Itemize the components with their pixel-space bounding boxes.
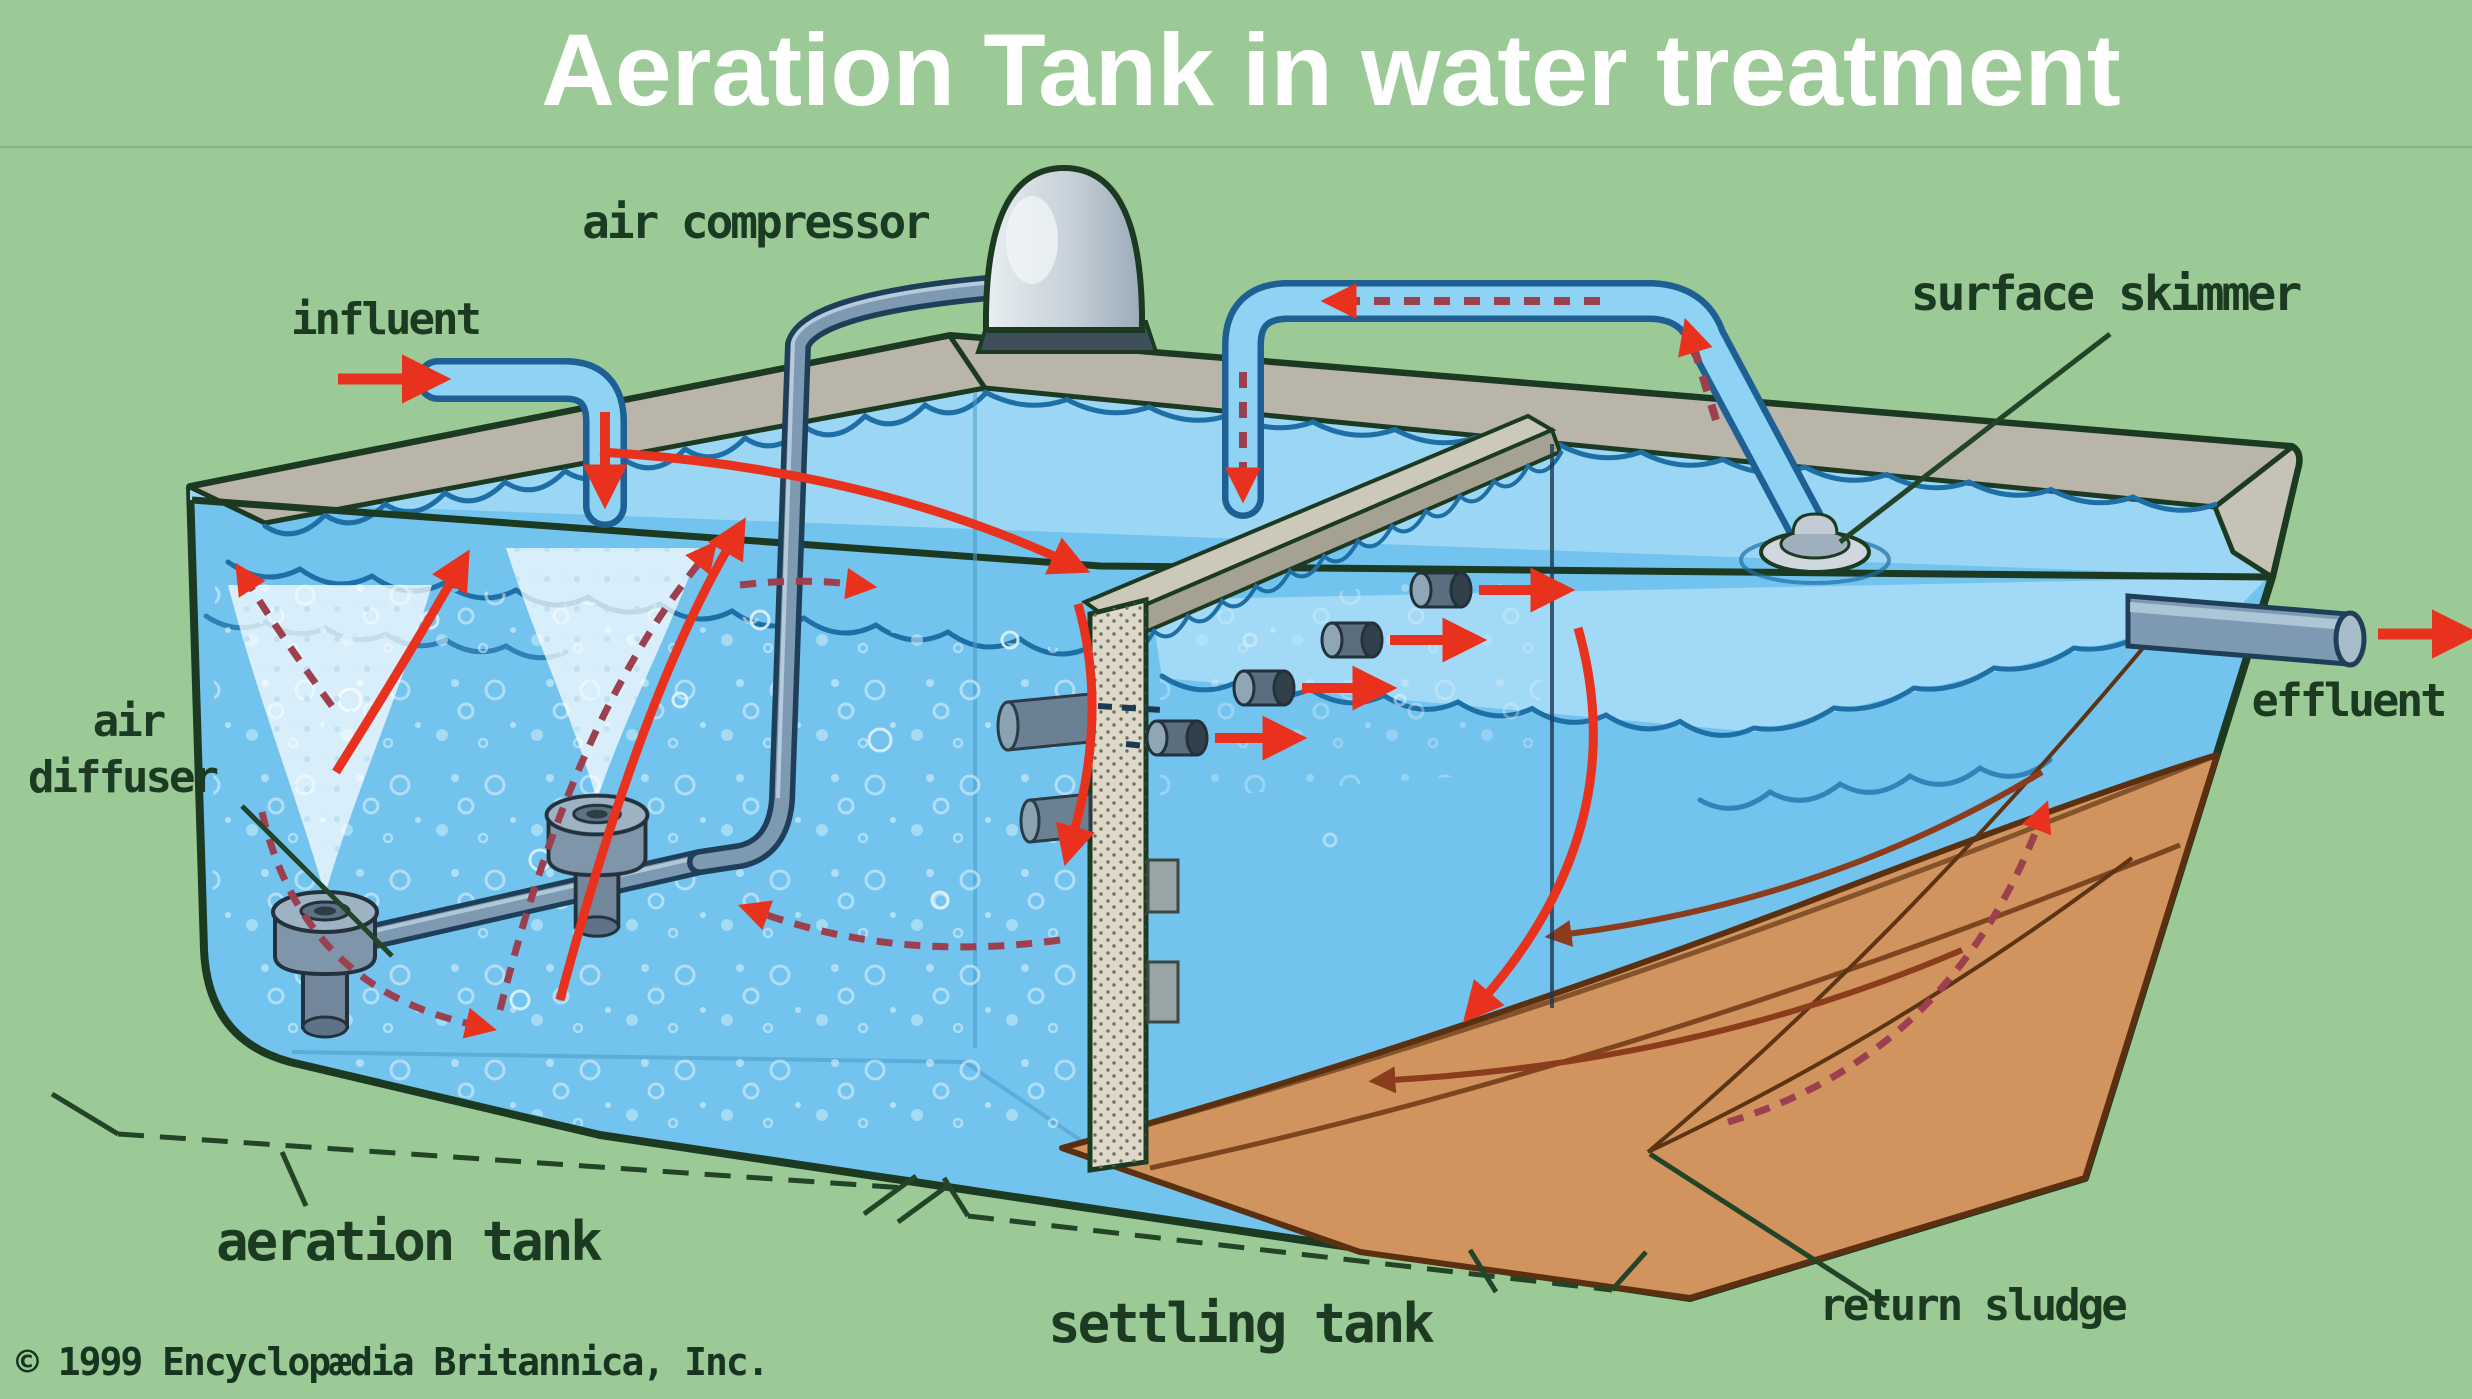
surface-skimmer-leader (1838, 332, 2112, 544)
divider-screen-texture (1090, 600, 1146, 1170)
bubble-plume-dots (228, 585, 432, 895)
nozzle (1232, 665, 1398, 711)
return-sludge-leader (1648, 1151, 1888, 1309)
sludge-flow-arrows (1368, 769, 2044, 1094)
tank-rim-corner-post (2212, 444, 2302, 580)
nozzle (1409, 567, 1576, 613)
circulation-arrows-dashed (235, 540, 2052, 1126)
air-compressor-unit (975, 164, 1159, 354)
bubble-plume-dots (506, 548, 700, 800)
label-influent: influent (291, 294, 479, 345)
skimmer-pipe-flow-dashes (1225, 283, 1720, 504)
page-title: Aeration Tank in water treatment (541, 13, 2121, 127)
label-aeration-tank: aeration tank (216, 1210, 602, 1273)
label-air-diffuser-line2: diffuser (28, 752, 217, 803)
air-diffuser-leader (240, 804, 394, 958)
circulation-arrows-solid (332, 447, 1598, 1023)
label-return-sludge: return sludge (1819, 1280, 2126, 1331)
label-surface-skimmer: surface skimmer (1911, 266, 2301, 322)
transfer-nozzles (1145, 567, 1576, 761)
nozzle (1145, 715, 1308, 761)
label-effluent: effluent (2252, 674, 2445, 727)
return-sludge-flow-lines (1646, 640, 2150, 1154)
label-settling-tank: settling tank (1048, 1292, 1434, 1355)
settling-tank-bracket (941, 1176, 1648, 1294)
skimmer-return-pipe (1222, 280, 1835, 561)
title-separator (0, 146, 2472, 148)
leader-lines (240, 332, 2112, 1309)
divider-waterline-waves (1118, 450, 1564, 654)
label-air-compressor: air compressor (582, 195, 929, 249)
diagram-labels: air compressor influent surface skimmer … (28, 195, 2447, 1355)
divider-wall (996, 413, 1564, 1173)
effluent-pipe (2125, 593, 2472, 668)
copyright-notice: © 1999 Encyclopædia Britannica, Inc. (16, 1340, 770, 1384)
air-bubble-plumes (228, 548, 700, 895)
compressor-down-pipe (687, 275, 1001, 875)
aeration-tank-bracket (50, 1091, 952, 1225)
compressor-dome-highlight (1006, 196, 1058, 284)
influent-pipe (338, 354, 628, 528)
nozzle (1320, 617, 1488, 663)
air-manifold-pipe (335, 849, 713, 955)
label-air-diffuser-line1: air (93, 696, 165, 747)
